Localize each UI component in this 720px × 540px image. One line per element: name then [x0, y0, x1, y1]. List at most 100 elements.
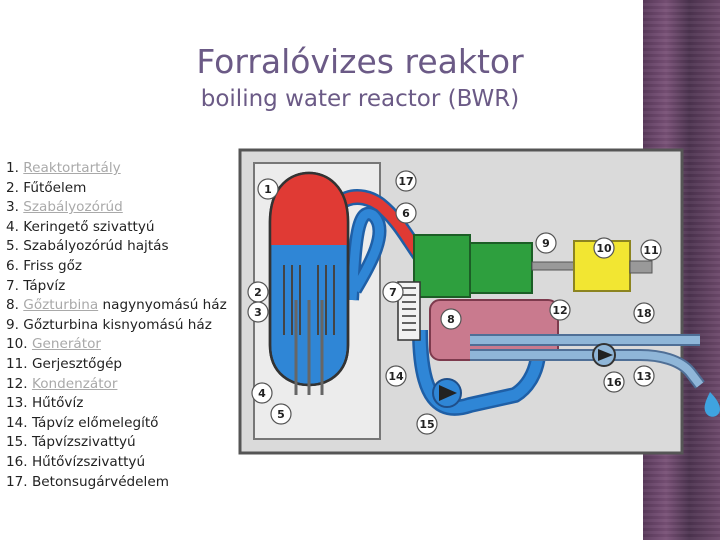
legend-item-label: Tápvízszivattyú [31, 434, 136, 451]
callout-circle [633, 302, 655, 324]
feedwater-pipe [347, 209, 384, 301]
legend-item: 15. Tápvízszivattyú [6, 433, 227, 453]
callout-circle [640, 239, 662, 261]
legend-item: 5. Szabályozórúd hajtás [6, 237, 227, 257]
callout-number: 13 [636, 370, 651, 383]
callout-circle [395, 202, 417, 224]
callout-circle [633, 365, 655, 387]
legend-item: 14. Tápvíz előmelegítő [6, 414, 227, 434]
legend-item-link[interactable]: Gőzturbina [23, 297, 99, 314]
legend-item-number: 14. [6, 414, 32, 431]
callout-number: 1 [264, 183, 272, 196]
callout-number: 10 [596, 242, 612, 255]
legend-item-number: 16. [6, 453, 32, 470]
legend-item-label: Tápvíz [23, 277, 66, 294]
legend-item: 1. Reaktortartály [6, 159, 227, 179]
callout-number: 6 [402, 207, 410, 220]
callout-number: 18 [636, 307, 651, 320]
callout-circle [440, 308, 462, 330]
legend-item-label: Hűtővízszivattyú [31, 453, 146, 470]
legend-item-link[interactable]: Generátor [31, 336, 101, 353]
legend-item-number: 11. [6, 355, 32, 372]
callout-circle [270, 403, 292, 425]
legend-item-number: 9. [6, 316, 24, 333]
callout-number: 17 [398, 175, 413, 188]
legend-item: 6. Friss gőz [6, 257, 227, 277]
legend-item-suffix: nagynyomású ház [98, 297, 227, 314]
callout-number: 12 [552, 304, 567, 317]
legend-item-label: Szabályozórúd hajtás [23, 238, 169, 255]
hp-turbine [413, 234, 471, 298]
legend-item-number: 1. [6, 160, 24, 176]
callout-number: 16 [606, 376, 622, 389]
legend-item: 11. Gerjesztőgép [6, 355, 227, 375]
legend-item-label: Keringető szivattyú [23, 218, 155, 235]
legend-item: 4. Keringető szivattyú [6, 218, 227, 238]
legend-item-number: 5. [6, 238, 24, 255]
legend-item-number: 4. [6, 218, 24, 235]
callout-circle [251, 382, 273, 404]
callout-number: 7 [389, 286, 397, 299]
legend-item: 13. Hűtővíz [6, 394, 227, 414]
legend-item-label: Hűtővíz [31, 395, 84, 412]
legend-item-label: Gőzturbina kisnyomású ház [23, 316, 212, 333]
legend-item: 8. Gőzturbina nagynyomású ház [6, 296, 227, 316]
legend-item-number: 8. [6, 297, 24, 314]
callout-number: 8 [447, 313, 455, 326]
legend-item-link[interactable]: Szabályozórúd [23, 199, 123, 216]
legend-item: 9. Gőzturbina kisnyomású ház [6, 316, 227, 336]
legend-item-number: 13. [6, 395, 32, 412]
reactor-steam-dome [270, 173, 348, 245]
lp-turbine [469, 242, 533, 294]
cooling-water-pipe [470, 336, 704, 388]
legend-item: 7. Tápvíz [6, 277, 227, 297]
control-rods [294, 300, 324, 395]
legend-item-number: 2. [6, 179, 24, 196]
callout-number: 5 [277, 408, 285, 421]
legend-item: 16. Hűtővízszivattyú [6, 453, 227, 473]
generator [573, 240, 631, 292]
callout-number: 2 [254, 286, 262, 299]
callout-circle [593, 237, 615, 259]
callout-number: 14 [388, 370, 404, 383]
callout-circle [257, 178, 279, 200]
legend-item: 2. Fűtőelem [6, 179, 227, 199]
legend-item-number: 12. [6, 375, 32, 392]
page-subtitle: boiling water reactor (BWR) [200, 86, 520, 112]
legend-item-label: Fűtőelem [23, 179, 87, 196]
legend-item-link[interactable]: Reaktortartály [23, 160, 121, 176]
feedwater-preheater [397, 281, 421, 341]
legend-item-label: Friss gőz [23, 257, 83, 274]
turbine-shaft [531, 261, 575, 271]
legend-item: 3. Szabályozórúd [6, 198, 227, 218]
legend-item-number: 6. [6, 257, 24, 274]
legend-item: 17. Betonsugárvédelem [6, 473, 227, 493]
fuel-elements [283, 265, 335, 335]
legend-item: 12. Kondenzátor [6, 375, 227, 395]
callout-circle [603, 371, 625, 393]
legend-item-number: 17. [6, 473, 32, 490]
page-title: Forralóvizes reaktor [196, 42, 524, 81]
legend-item-number: 15. [6, 434, 32, 451]
legend-item: 10. Generátor [6, 335, 227, 355]
legend-item-number: 3. [6, 199, 24, 216]
cooling-pump-arrow-icon [598, 349, 613, 361]
exciter [629, 260, 653, 274]
callout-number: 3 [254, 306, 262, 319]
callout-number: 15 [419, 418, 434, 431]
callout-circle [247, 301, 269, 323]
callout-circle [395, 170, 417, 192]
callout-circle [549, 299, 571, 321]
legend-item-label: Betonsugárvédelem [31, 473, 169, 490]
callout-number: 9 [542, 237, 550, 250]
callout-circle [382, 281, 404, 303]
legend-item-label: Gerjesztőgép [31, 355, 123, 372]
feedwater-pump-arrow-icon [439, 385, 457, 401]
legend-item-link[interactable]: Kondenzátor [31, 375, 118, 392]
callout-circle [385, 365, 407, 387]
callout-circle [416, 413, 438, 435]
water-drop-icon [704, 392, 720, 417]
